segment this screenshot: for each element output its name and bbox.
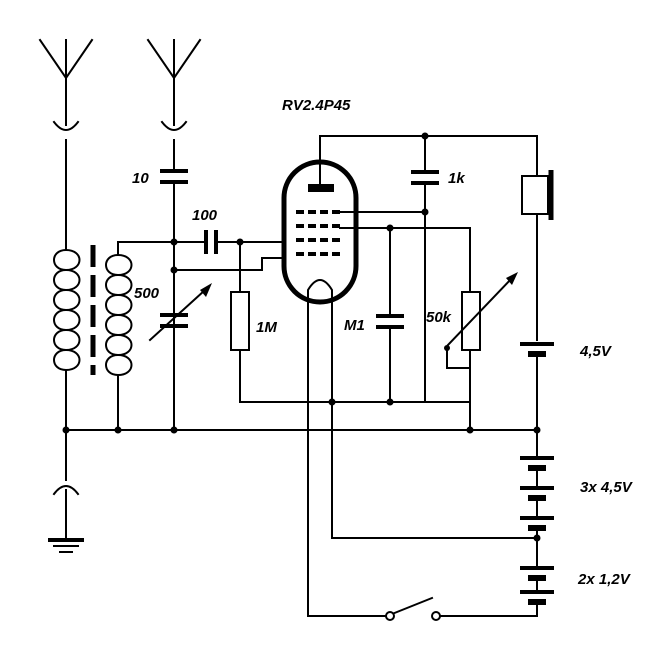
- label-capacitor-1k: 1k: [448, 170, 465, 187]
- wiring: [65, 299, 538, 617]
- tube: [281, 135, 471, 305]
- power-switch[interactable]: [390, 596, 434, 616]
- antenna-1: [38, 38, 94, 251]
- battery-heater: [520, 566, 554, 617]
- label-capacitor-500: 500: [134, 285, 160, 302]
- label-capacitor-100: 100: [192, 207, 218, 224]
- battery-anode: [520, 342, 554, 457]
- label-potentiometer-50k: 50k: [426, 309, 452, 326]
- antenna-2: [146, 38, 202, 171]
- transformer: [53, 241, 175, 431]
- junctions: [62, 132, 541, 542]
- capacitor-10: [160, 169, 188, 431]
- pot-wiper-end: [444, 345, 450, 351]
- variable-capacitor-500: [148, 269, 241, 342]
- label-battery-heater: 2x 1,2V: [577, 571, 632, 588]
- label-battery-bias: 3x 4,5V: [580, 479, 634, 496]
- battery-bias: [520, 456, 554, 567]
- capacitor-m1: [376, 227, 404, 403]
- ground-symbol: [48, 429, 84, 553]
- label-tube: RV2.4P45: [282, 97, 351, 114]
- label-capacitor-10: 10: [132, 170, 149, 187]
- earpiece: [521, 135, 554, 341]
- label-capacitor-m1: M1: [344, 317, 365, 334]
- switch-contact-right: [431, 611, 441, 621]
- label-resistor-1m: 1M: [256, 319, 277, 336]
- potentiometer-50k: [446, 227, 518, 431]
- label-battery-anode: 4,5V: [579, 343, 613, 360]
- resistor-1m: [230, 241, 250, 403]
- switch-contact-left: [385, 611, 395, 621]
